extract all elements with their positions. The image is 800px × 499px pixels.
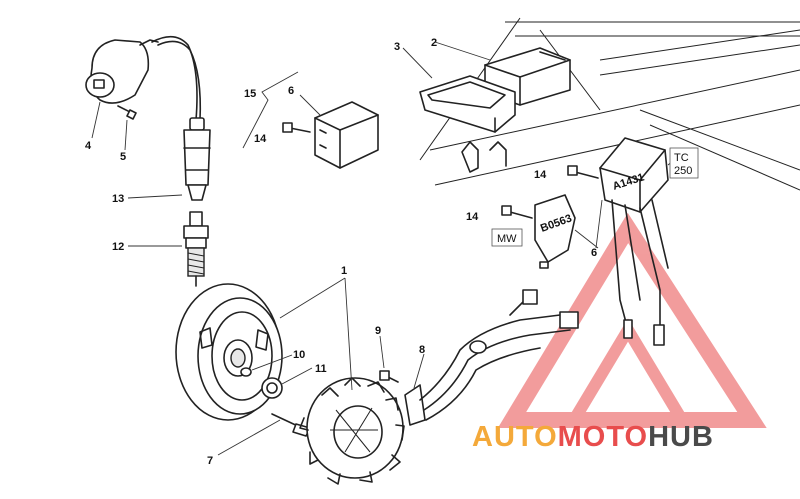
watermark-auto: AUTO (472, 421, 558, 453)
pickup-screw (379, 370, 399, 383)
relay-unit (314, 101, 379, 169)
bracket-wire (242, 71, 299, 149)
callout-6-regulator: 6 (591, 247, 597, 259)
voltage-regulator: A1431 (599, 137, 669, 346)
callout-3: 3 (394, 41, 400, 53)
callout-12: 12 (112, 241, 124, 253)
mounting-tray (419, 75, 516, 133)
woodruff-key (240, 367, 252, 377)
variant-tag-mw: MW (491, 228, 523, 247)
spark-plug (183, 211, 209, 287)
cdi-screw (501, 205, 533, 219)
stator-bolt (271, 413, 311, 437)
callout-2: 2 (431, 37, 437, 49)
callout-6-relay: 6 (288, 85, 294, 97)
callout-14-relay: 14 (254, 133, 267, 145)
tc-tag-line1: TC (674, 152, 689, 164)
regulator-screw (567, 165, 599, 179)
callout-13: 13 (112, 193, 124, 205)
callout-5: 5 (120, 151, 126, 163)
watermark-moto: MOTO (558, 421, 648, 453)
callout-4: 4 (85, 140, 92, 152)
tc-tag-line2: 250 (674, 165, 692, 177)
callout-7: 7 (207, 455, 213, 467)
callout-10: 10 (293, 349, 305, 361)
flywheel-rotor (175, 283, 283, 421)
spark-plug-cap (183, 129, 211, 201)
callout-8: 8 (419, 344, 425, 356)
callout-15: 15 (244, 88, 256, 100)
flywheel-nut (261, 377, 283, 399)
callout-9: 9 (375, 325, 381, 337)
callout-11: 11 (315, 363, 327, 375)
callout-1: 1 (341, 265, 347, 277)
watermark-wordmark: AUTOMOTOHUB (472, 421, 714, 453)
mw-tag: MW (497, 233, 517, 245)
leader-lines (91, 41, 675, 456)
cdi-unit: B0563 (534, 194, 576, 269)
callout-numbers: 2 3 4 5 6 15 14 13 12 1 10 11 7 9 8 14 1… (85, 37, 597, 467)
callout-14-regulator: 14 (534, 169, 547, 181)
svg-text:AUTOMOTOHUB: AUTOMOTOHUB (472, 421, 714, 453)
variant-tag-tc250: TC 250 (669, 147, 699, 179)
callout-14-cdi: 14 (466, 211, 479, 223)
wiring-harness (404, 289, 579, 426)
coil-screw (117, 105, 137, 120)
relay-screw (282, 122, 311, 133)
watermark-hub: HUB (648, 421, 714, 453)
ignition-coil (85, 35, 205, 131)
stator (299, 377, 405, 485)
